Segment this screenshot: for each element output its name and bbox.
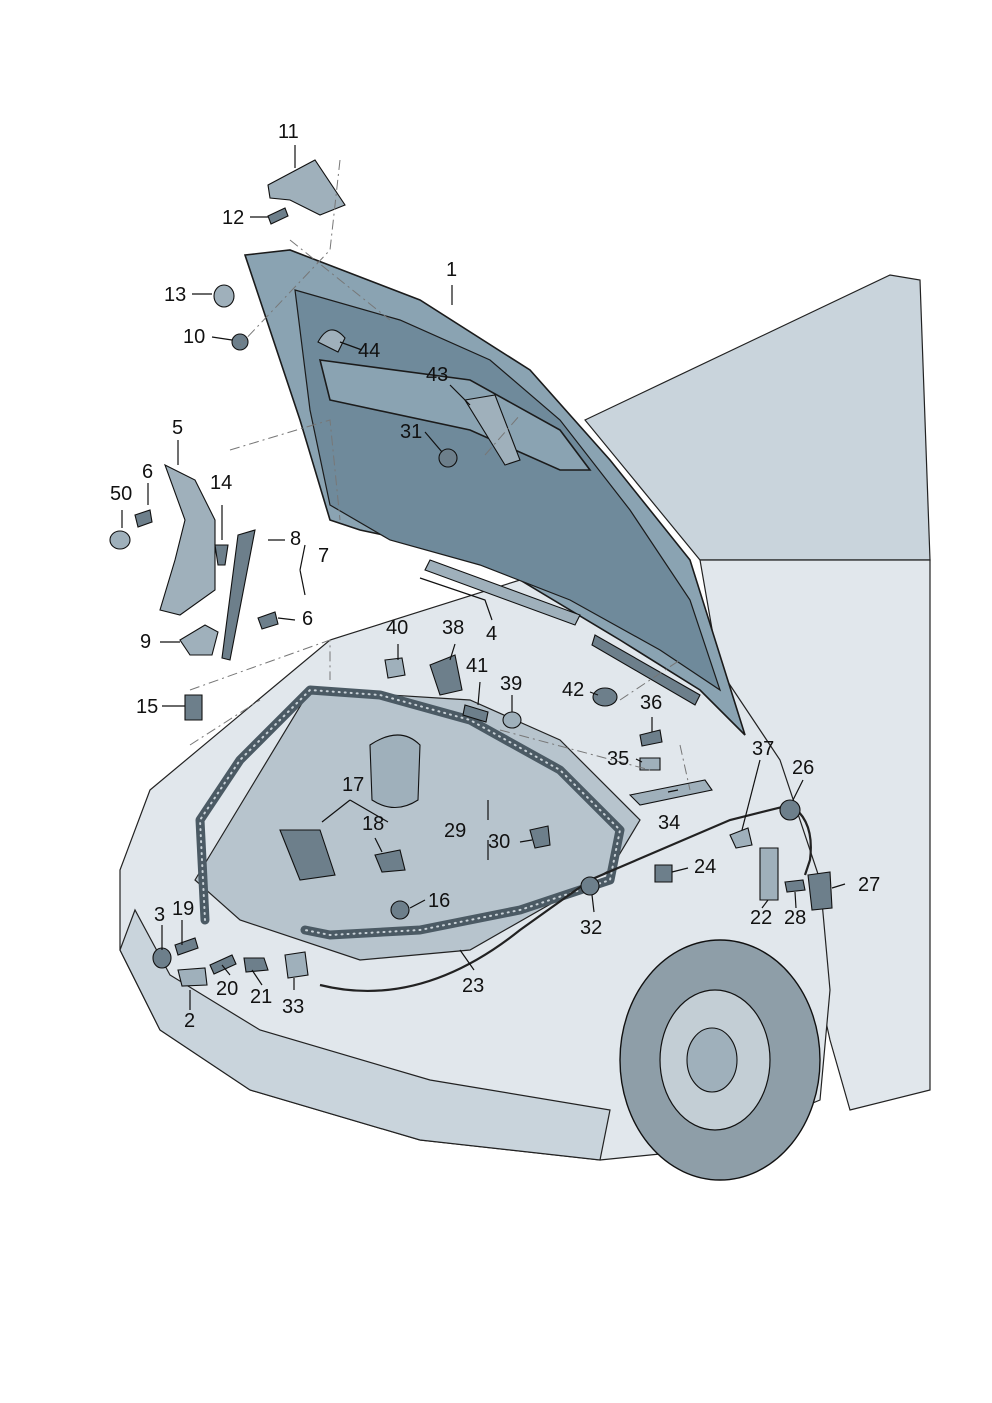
grommet-32 <box>580 876 600 896</box>
bolt-20 <box>209 954 237 975</box>
bolt-12 <box>267 207 289 225</box>
clip-14 <box>214 544 229 566</box>
bolt-6b <box>257 611 279 630</box>
bolt-36 <box>639 729 663 747</box>
insulation-43 <box>464 394 521 466</box>
callout-42: 42 <box>562 679 584 701</box>
cap-3 <box>152 947 172 969</box>
gas-strut <box>221 529 256 661</box>
callout-31: 31 <box>400 421 422 443</box>
bracket-9 <box>179 624 219 656</box>
callout-20: 20 <box>216 978 238 1000</box>
callout-50: 50 <box>110 483 132 505</box>
front-wheel <box>619 939 821 1181</box>
handle-33 <box>284 951 309 979</box>
latch-17 <box>279 829 336 881</box>
wiper-strip <box>591 634 701 706</box>
reservoir <box>369 734 421 809</box>
part-31 <box>438 448 458 468</box>
callout-6b: 6 <box>302 608 313 630</box>
callout-6a: 6 <box>142 461 153 483</box>
callout-29: 29 <box>444 820 466 842</box>
latch-38 <box>429 654 463 696</box>
part-39 <box>502 711 522 729</box>
callout-38: 38 <box>442 617 464 639</box>
part-42 <box>592 687 618 707</box>
harness-18 <box>374 849 406 873</box>
hood-cross-rib <box>318 359 592 471</box>
callout-40: 40 <box>386 617 408 639</box>
callout-3: 3 <box>154 904 165 926</box>
callout-27: 27 <box>858 874 880 896</box>
callout-labels: 1 2 3 4 5 6 6 7 8 9 10 11 12 13 14 15 16… <box>110 121 880 1032</box>
callout-14: 14 <box>210 472 232 494</box>
bracket-34 <box>628 779 713 806</box>
callout-11: 11 <box>278 121 299 143</box>
callout-24: 24 <box>694 856 716 878</box>
hood-seal-strip <box>424 559 581 626</box>
callout-26: 26 <box>792 757 814 779</box>
callout-35: 35 <box>607 748 629 770</box>
part-37 <box>729 827 753 849</box>
callout-7: 7 <box>318 545 329 567</box>
hood <box>243 249 746 736</box>
part-40 <box>384 657 406 679</box>
callout-32: 32 <box>580 917 602 939</box>
hinge-11 <box>267 159 346 216</box>
callout-23: 23 <box>462 975 484 997</box>
part-10 <box>231 333 249 351</box>
lever-22 <box>759 847 779 901</box>
callout-36: 36 <box>640 692 662 714</box>
callout-19: 19 <box>172 898 194 920</box>
callout-10: 10 <box>183 326 205 348</box>
bolt-28 <box>784 879 806 893</box>
callout-1: 1 <box>446 259 457 281</box>
release-cable <box>319 803 812 992</box>
part-2 <box>177 967 208 987</box>
bolt-6a <box>134 509 153 528</box>
buffer-13 <box>213 284 235 308</box>
callout-12: 12 <box>222 207 244 229</box>
callout-21: 21 <box>250 986 272 1008</box>
grommet-26 <box>779 799 801 821</box>
callout-39: 39 <box>500 673 522 695</box>
cap-50 <box>109 530 131 550</box>
callout-37: 37 <box>752 738 774 760</box>
part-44 <box>317 329 346 353</box>
part-21 <box>243 957 269 973</box>
hinge-5 <box>159 463 216 616</box>
callout-22: 22 <box>750 907 772 929</box>
windshield <box>584 274 931 561</box>
callout-28: 28 <box>784 907 806 929</box>
callout-8: 8 <box>290 528 301 550</box>
callout-13: 13 <box>164 284 186 306</box>
callout-33: 33 <box>282 996 304 1018</box>
callout-43: 43 <box>426 364 448 386</box>
bay-seal <box>195 685 625 940</box>
callout-17: 17 <box>342 774 364 796</box>
bolt-19 <box>174 937 199 956</box>
reference-lines <box>189 159 691 791</box>
clip-15 <box>184 694 203 721</box>
part-30 <box>529 825 551 849</box>
bolt-41 <box>462 704 489 723</box>
leader-lines <box>121 145 846 1010</box>
callout-41: 41 <box>466 655 488 677</box>
part-16 <box>390 900 410 920</box>
clip-24 <box>654 864 673 883</box>
callout-9: 9 <box>140 631 151 653</box>
callout-18: 18 <box>362 813 384 835</box>
callout-34: 34 <box>658 812 680 834</box>
callout-44: 44 <box>358 340 380 362</box>
callout-2: 2 <box>184 1010 195 1032</box>
callout-15: 15 <box>136 696 158 718</box>
callout-4: 4 <box>486 623 497 645</box>
handle-27 <box>807 871 833 911</box>
callout-16: 16 <box>428 890 450 912</box>
callout-30: 30 <box>488 831 510 853</box>
callout-5: 5 <box>172 417 183 439</box>
small-parts <box>109 159 833 987</box>
nut-35 <box>639 757 661 771</box>
